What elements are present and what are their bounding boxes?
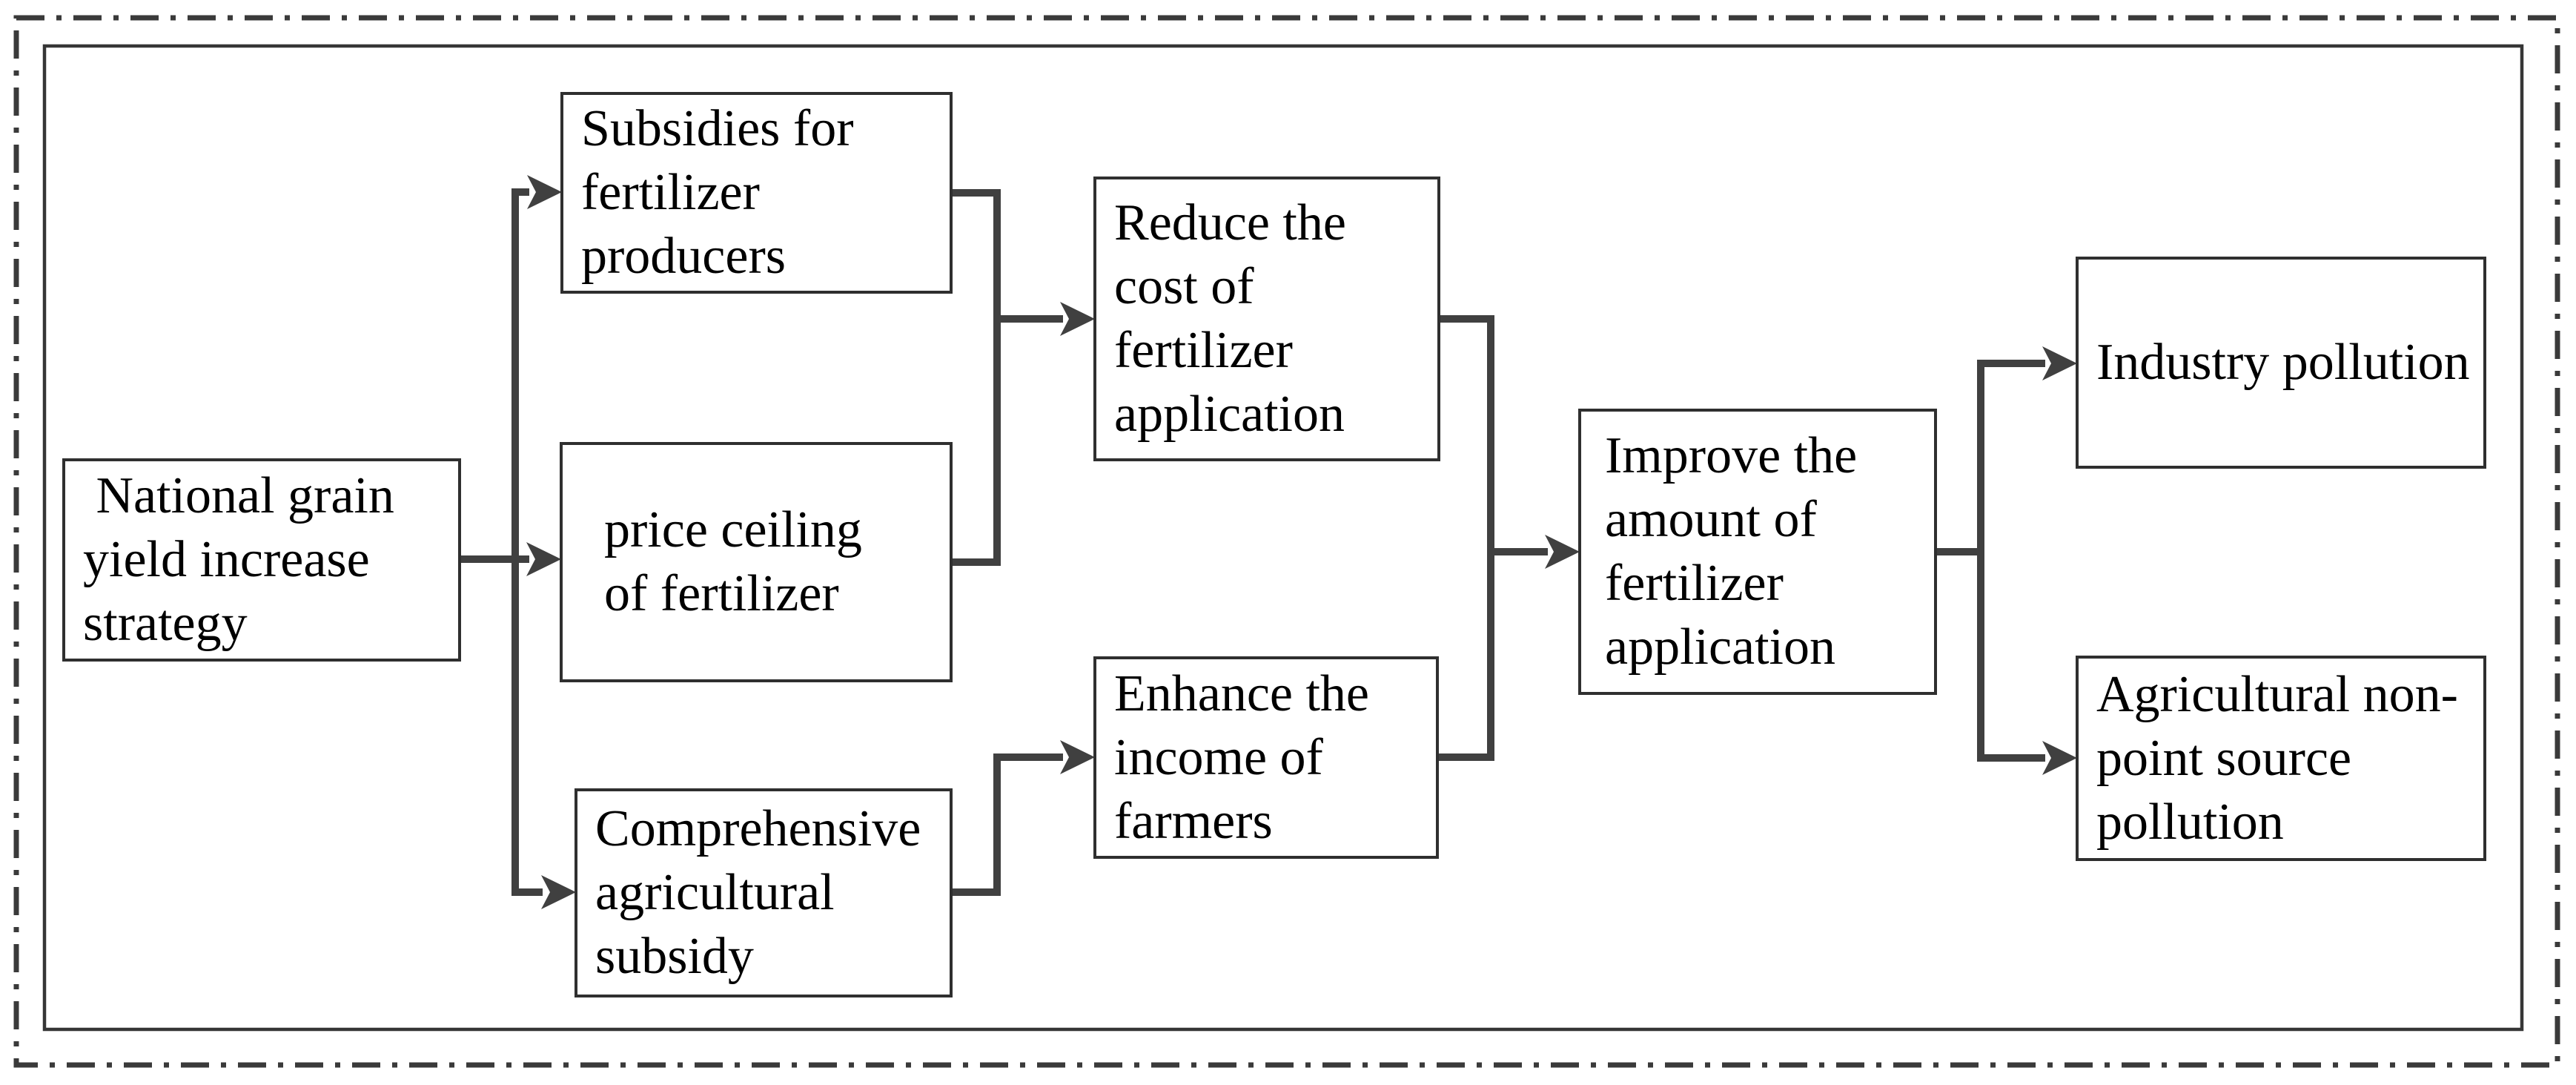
node-subsidies-fertilizer-producers: Subsidies for fertilizer producers <box>560 92 953 294</box>
node-national-grain-strategy: National grain yield increase strategy <box>62 458 461 662</box>
node-national-grain-strategy-label: National grain yield increase strategy <box>83 467 394 652</box>
node-subsidies-fertilizer-producers-label: Subsidies for fertilizer producers <box>581 100 854 285</box>
node-comprehensive-subsidy: Comprehensive agricultural subsidy <box>575 788 953 997</box>
node-reduce-cost-label: Reduce the cost of fertilizer applicatio… <box>1114 194 1346 443</box>
connector-national-branches <box>461 188 543 896</box>
node-comprehensive-subsidy-label: Comprehensive agricultural subsidy <box>595 800 921 985</box>
connector-improve-branches <box>1937 360 2045 762</box>
node-industry-pollution: Industry pollution <box>2076 257 2486 469</box>
node-price-ceiling-label: price ceiling of fertilizer <box>604 501 862 622</box>
node-price-ceiling: price ceiling of fertilizer <box>560 442 953 682</box>
node-agricultural-pollution: Agricultural non- point source pollution <box>2076 656 2486 861</box>
arrowhead-to-improve-icon <box>1545 535 1580 569</box>
connector-to-reduce <box>953 189 1063 566</box>
arrowhead-to-enhance-icon <box>1060 740 1095 774</box>
node-enhance-income-label: Enhance the income of farmers <box>1114 664 1369 850</box>
arrowhead-to-subsidies-icon <box>527 175 562 209</box>
connector-to-enhance <box>953 753 1063 896</box>
outer-dashdot-border <box>13 15 2560 1068</box>
arrowhead-to-agricultural-icon <box>2042 741 2077 775</box>
arrowhead-to-reduce-icon <box>1060 302 1095 336</box>
arrowhead-to-industry-icon <box>2042 346 2077 380</box>
node-agricultural-pollution-label: Agricultural non- point source pollution <box>2096 665 2458 851</box>
node-improve-amount-label: Improve the amount of fertilizer applica… <box>1605 427 1858 676</box>
node-industry-pollution-label: Industry pollution <box>2096 334 2470 391</box>
node-reduce-cost: Reduce the cost of fertilizer applicatio… <box>1093 177 1440 461</box>
arrowhead-to-price-icon <box>526 542 561 576</box>
connector-to-improve <box>1439 315 1548 761</box>
node-enhance-income: Enhance the income of farmers <box>1093 656 1439 859</box>
inner-border <box>42 44 2524 1032</box>
arrowhead-to-comprehensive-icon <box>541 875 576 909</box>
node-improve-amount: Improve the amount of fertilizer applica… <box>1578 409 1937 695</box>
